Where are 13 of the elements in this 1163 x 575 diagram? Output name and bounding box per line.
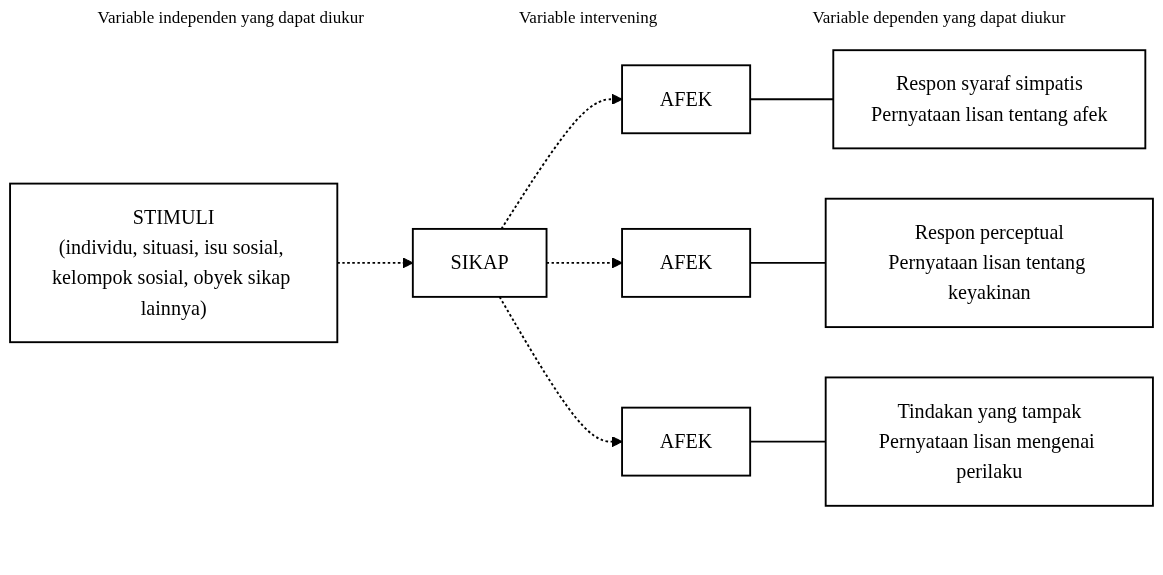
column-heading: Variable intervening: [518, 8, 658, 28]
node-box: AFEK: [621, 406, 752, 477]
node-box: AFEK: [621, 227, 752, 298]
column-heading: Variable independen yang dapat diukur: [97, 8, 364, 28]
arrow: [498, 295, 623, 448]
column-heading: Variable dependen yang dapat diukur: [812, 8, 1066, 28]
node-box: Respon perceptual Pernyataan lisan tentang keyakinan: [824, 197, 1154, 329]
node-box: Tindakan yang tampak Pernyataan lisan mengenai perilaku: [824, 376, 1154, 507]
node-box: AFEK: [621, 64, 752, 135]
node-box: STIMULI (individu, situasi, isu sosial, kelompok sosial, obyek sikap lainnya): [9, 182, 339, 344]
arrow: [500, 93, 623, 230]
node-box: Respon syaraf simpatis Pernyataan lisan tentang afek: [832, 49, 1147, 150]
node-box: SIKAP: [411, 227, 548, 298]
